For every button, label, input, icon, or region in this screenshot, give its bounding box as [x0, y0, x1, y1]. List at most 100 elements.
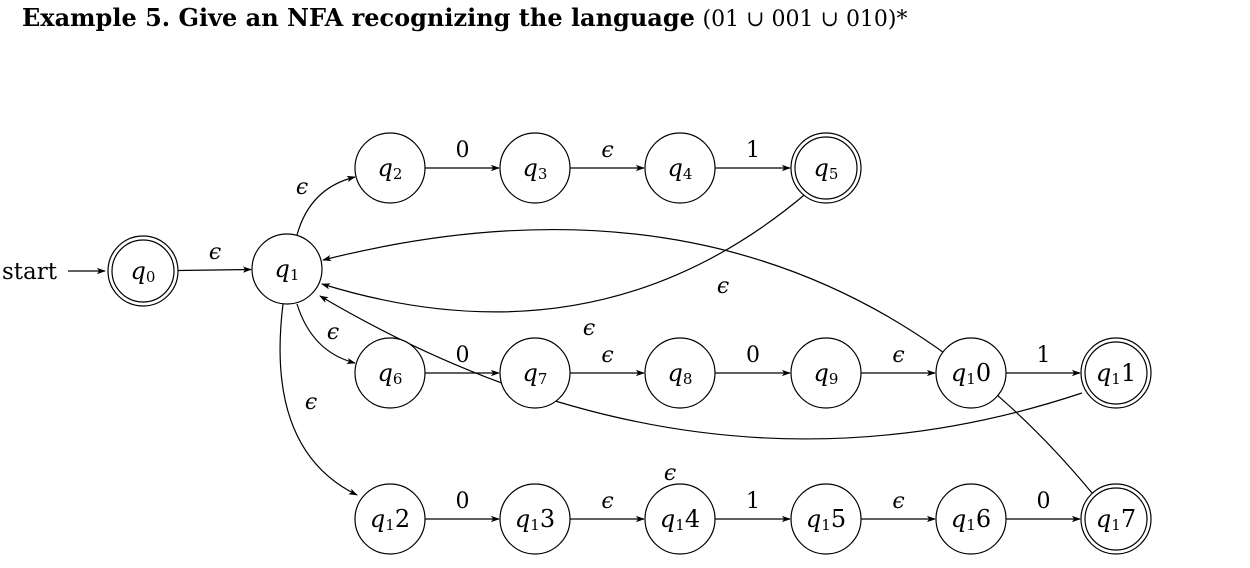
state-label-letter: q	[806, 505, 821, 533]
state-label: q15	[806, 505, 846, 535]
state-label: q7	[523, 359, 548, 389]
transition-q0-q1	[178, 266, 252, 273]
state-label-suffix: 6	[976, 505, 991, 533]
state-label-suffix: 4	[685, 505, 700, 533]
transition-label: ϵ	[209, 240, 221, 265]
state-label-subscript: 9	[829, 370, 839, 388]
transition-q1-q2	[296, 175, 356, 236]
state-label-subscript: 7	[538, 370, 548, 388]
accepting-ring	[1084, 341, 1148, 405]
accepting-ring	[111, 239, 175, 303]
state-q3: q3	[499, 132, 571, 204]
state-circle	[1080, 337, 1152, 409]
transition-label: ϵ	[892, 489, 904, 514]
transition-label: 1	[1037, 343, 1051, 368]
transition-q17-q1	[322, 228, 1093, 494]
transition-label: ϵ	[296, 175, 308, 200]
state-label: q17	[1096, 505, 1136, 535]
state-q13: q13	[499, 483, 571, 555]
state-label: q0	[131, 257, 156, 287]
state-circle	[251, 233, 323, 305]
state-label-subscript: 1	[385, 516, 395, 534]
transitions-layer	[178, 164, 1093, 523]
state-q17: q17	[1080, 483, 1152, 555]
state-label-subscript: 1	[530, 516, 540, 534]
accepting-ring	[1084, 487, 1148, 551]
state-label-subscript: 1	[966, 370, 976, 388]
state-label-suffix: 2	[395, 505, 410, 533]
state-circle	[644, 337, 716, 409]
transition-label: 1	[746, 138, 760, 163]
state-label-subscript: 5	[829, 165, 839, 183]
state-q4: q4	[644, 132, 716, 204]
state-label: q11	[1096, 359, 1136, 389]
transition-label: 0	[1037, 489, 1051, 514]
transition-label: ϵ	[327, 320, 339, 345]
state-label: q10	[951, 359, 991, 389]
state-q11: q11	[1080, 337, 1152, 409]
state-label-letter: q	[523, 154, 538, 182]
transition-label: 0	[746, 343, 760, 368]
state-circle	[790, 337, 862, 409]
diagram-title: Example 5. Give an NFA recognizing the l…	[22, 3, 908, 32]
state-label-subscript: 8	[683, 370, 693, 388]
state-label-suffix: 3	[540, 505, 555, 533]
start-label: start	[2, 259, 58, 285]
state-label-letter: q	[814, 359, 829, 387]
transition-label: ϵ	[664, 461, 676, 486]
state-label: q3	[523, 154, 548, 184]
state-label: q12	[370, 505, 410, 535]
state-label-subscript: 3	[538, 165, 548, 183]
state-label: q5	[814, 154, 839, 184]
state-q10: q10	[935, 337, 1007, 409]
state-circle	[499, 483, 571, 555]
state-label-subscript: 1	[1111, 516, 1121, 534]
state-label-subscript: 2	[393, 165, 403, 183]
state-label-letter: q	[814, 154, 829, 182]
transition-label: 1	[746, 489, 760, 514]
state-q1: q1	[251, 233, 323, 305]
transition-label: ϵ	[892, 343, 904, 368]
state-label-subscript: 4	[683, 165, 693, 183]
state-label: q6	[378, 359, 403, 389]
state-circle	[499, 132, 571, 204]
title-expression: (01 ∪ 001 ∪ 010)*	[702, 7, 908, 32]
state-q16: q16	[935, 483, 1007, 555]
transition-label: 0	[456, 138, 470, 163]
state-label-letter: q	[523, 359, 538, 387]
state-label-letter: q	[131, 257, 146, 285]
transition-q5-q1	[321, 190, 810, 313]
transition-label: ϵ	[717, 274, 729, 299]
state-q7: q7	[499, 337, 571, 409]
state-label-letter: q	[515, 505, 530, 533]
state-label-letter: q	[275, 255, 290, 283]
state-label-subscript: 1	[821, 516, 831, 534]
transition-q11-q1	[319, 295, 1083, 440]
state-label-subscript: 0	[146, 268, 156, 286]
state-circle	[354, 337, 426, 409]
state-q6: q6	[354, 337, 426, 409]
state-q9: q9	[790, 337, 862, 409]
state-label-letter: q	[951, 359, 966, 387]
transition-label: ϵ	[305, 390, 317, 415]
transition-label: 0	[456, 489, 470, 514]
state-label: q16	[951, 505, 991, 535]
state-circle	[354, 483, 426, 555]
state-q2: q2	[354, 132, 426, 204]
state-circle	[354, 132, 426, 204]
transition-label: ϵ	[601, 489, 613, 514]
transition-q1-q12	[279, 303, 358, 496]
transition-q1-q6	[296, 303, 356, 365]
title-lead: Example 5. Give an NFA recognizing the l…	[22, 3, 695, 32]
state-label-subscript: 1	[966, 516, 976, 534]
state-q8: q8	[644, 337, 716, 409]
accepting-ring	[794, 136, 858, 200]
transition-label: ϵ	[601, 138, 613, 163]
state-label: q9	[814, 359, 839, 389]
state-label-letter: q	[370, 505, 385, 533]
state-label-letter: q	[1096, 359, 1111, 387]
state-circle	[644, 483, 716, 555]
state-circle	[1080, 483, 1152, 555]
